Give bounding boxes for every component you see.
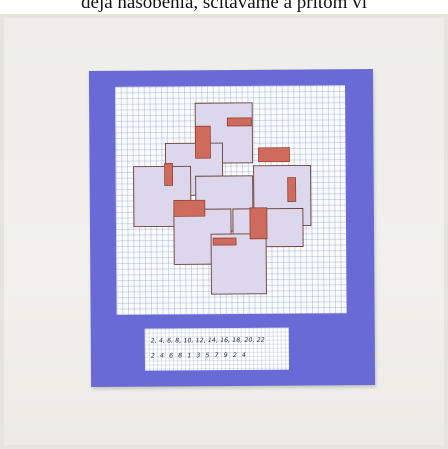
last-digits-row: 2 4 6 8 1 3 5 7 9 2 4 (151, 352, 285, 360)
red-rect-2 (227, 118, 251, 126)
red-rect-4 (165, 163, 173, 185)
red-rect-7 (250, 208, 267, 239)
cross-figure-drawing (115, 85, 347, 315)
red-rect-6 (174, 200, 205, 216)
red-rect-8 (213, 238, 236, 245)
caption-text: deja násobenia, sčítavame a pritom ví (0, 0, 448, 14)
red-rect-3 (258, 148, 289, 162)
blue-poster-board: 2, 4, 6, 8, 10, 12, 14, 16, 18, 20, 22 2… (89, 69, 375, 387)
red-rect-5 (288, 178, 296, 202)
photo-background: 2, 4, 6, 8, 10, 12, 14, 16, 18, 20, 22 2… (0, 14, 448, 449)
multiples-row: 2, 4, 6, 8, 10, 12, 14, 16, 18, 20, 22 (151, 337, 285, 345)
red-rect-1 (195, 126, 210, 158)
number-sequence-card: 2, 4, 6, 8, 10, 12, 14, 16, 18, 20, 22 2… (145, 328, 289, 371)
grid-paper-sheet (115, 85, 347, 315)
